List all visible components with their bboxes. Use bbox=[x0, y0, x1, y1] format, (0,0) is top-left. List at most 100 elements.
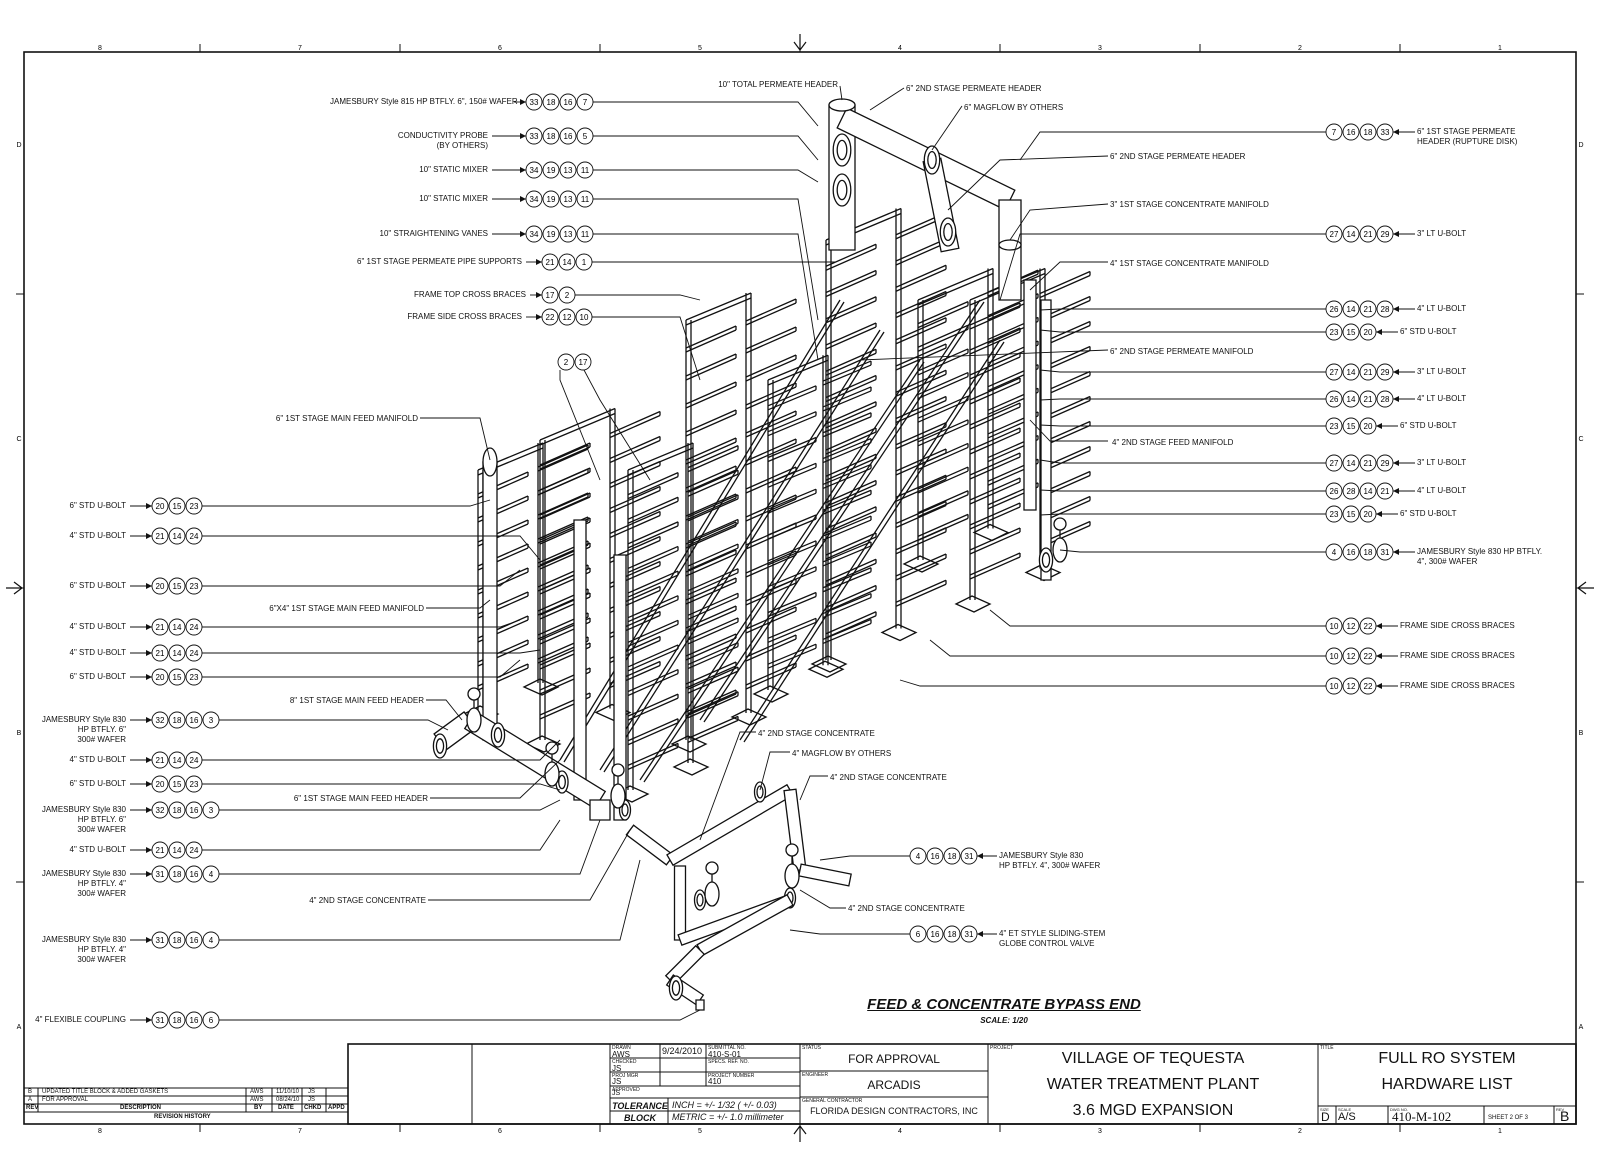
zone-label-bottom: 8 bbox=[98, 1128, 102, 1135]
item-bubble: 16 bbox=[1342, 123, 1360, 141]
arrowhead bbox=[146, 503, 152, 509]
item-bubble: 10 bbox=[1325, 617, 1343, 635]
zone-label-top: 2 bbox=[1298, 45, 1302, 52]
item-bubble: 13 bbox=[559, 161, 577, 179]
item-bubble: 18 bbox=[542, 127, 560, 145]
item-bubble: 19 bbox=[542, 190, 560, 208]
bubble-number: 10 bbox=[1330, 652, 1339, 661]
callout-label-left: 10" STATIC MIXER bbox=[419, 194, 488, 203]
leader-line bbox=[759, 751, 790, 791]
item-bubble: 23 bbox=[185, 775, 203, 793]
bubble-number: 19 bbox=[547, 195, 556, 204]
project-line-2: WATER TREATMENT PLANT bbox=[1046, 1076, 1260, 1093]
bubble-number: 12 bbox=[563, 313, 572, 322]
bubble-number: 27 bbox=[1330, 230, 1339, 239]
title-label: TITLE bbox=[1320, 1045, 1334, 1051]
arrowhead bbox=[536, 314, 542, 320]
bubble-number: 33 bbox=[530, 132, 539, 141]
item-bubble: 18 bbox=[168, 931, 186, 949]
item-bubble: 11 bbox=[576, 225, 594, 243]
rev-value: B bbox=[1560, 1108, 1570, 1124]
item-bubble: 31 bbox=[1376, 543, 1394, 561]
bubble-number: 31 bbox=[156, 936, 165, 945]
pipe-run bbox=[613, 554, 627, 821]
item-bubble: 18 bbox=[1359, 543, 1377, 561]
title-line-2: HARDWARE LIST bbox=[1381, 1076, 1513, 1093]
diagonal-braces bbox=[559, 299, 1005, 783]
leader-label-2nd-stage-concentrate-top: 4" 2ND STAGE CONCENTRATE bbox=[758, 729, 875, 738]
item-bubble: 12 bbox=[1342, 647, 1360, 665]
project-label: PROJECT bbox=[990, 1045, 1014, 1051]
callout-label-right: 4" LT U-BOLT bbox=[1417, 486, 1467, 495]
callout-label-right: FRAME SIDE CROSS BRACES bbox=[1400, 651, 1515, 660]
scale-value: A/S bbox=[1338, 1111, 1356, 1123]
item-bubble: 23 bbox=[1325, 417, 1343, 435]
project-number-label: PROJECT NUMBER bbox=[708, 1073, 755, 1079]
bubble-number: 16 bbox=[190, 716, 199, 725]
bubble-number: 10 bbox=[580, 313, 589, 322]
bubble-number: 21 bbox=[1364, 459, 1373, 468]
rack-frame bbox=[524, 407, 661, 753]
callout-label-left: 6" STD U-BOLT bbox=[69, 581, 126, 590]
submittal-label: SUBMITTAL NO. bbox=[708, 1045, 746, 1051]
item-bubble: 15 bbox=[168, 577, 186, 595]
item-bubble: 23 bbox=[185, 668, 203, 686]
bubble-number: 23 bbox=[1330, 422, 1339, 431]
item-bubble: 19 bbox=[542, 225, 560, 243]
project-line-3: 3.6 MGD EXPANSION bbox=[1072, 1102, 1234, 1119]
item-bubble: 21 bbox=[151, 618, 169, 636]
leader-line bbox=[931, 105, 963, 151]
item-bubble: 24 bbox=[185, 841, 203, 859]
valve bbox=[704, 861, 720, 907]
bubble-number: 15 bbox=[173, 673, 182, 682]
bubble-number: 14 bbox=[563, 258, 572, 267]
item-bubble: 27 bbox=[1325, 225, 1343, 243]
bubble-number: 32 bbox=[156, 806, 165, 815]
bubble-number: 16 bbox=[1347, 548, 1356, 557]
leader-label-4in-1st-conc-manifold: 4" 1ST STAGE CONCENTRATE MANIFOLD bbox=[1110, 259, 1269, 268]
bubble-number: 18 bbox=[173, 1016, 182, 1025]
bubble-number: 14 bbox=[1347, 459, 1356, 468]
center-marks bbox=[6, 34, 1594, 1142]
bubble-number: 21 bbox=[156, 623, 165, 632]
item-bubble: 22 bbox=[541, 308, 559, 326]
bubble-number: 14 bbox=[173, 649, 182, 658]
callout-label-right: FRAME SIDE CROSS BRACES bbox=[1400, 681, 1515, 690]
item-bubble: 16 bbox=[926, 847, 944, 865]
revision-header-date: DATE bbox=[278, 1105, 294, 1111]
leader-line bbox=[1009, 203, 1109, 241]
bubble-number: 13 bbox=[564, 166, 573, 175]
bubble-number: 15 bbox=[1347, 328, 1356, 337]
pipe-run bbox=[1023, 279, 1037, 511]
bubble-number: 27 bbox=[1330, 368, 1339, 377]
leader-label-2nd-stage-permeate-manifold: 6" 2ND STAGE PERMEATE MANIFOLD bbox=[1110, 347, 1254, 356]
bubble-number: 16 bbox=[190, 936, 199, 945]
rack-frame bbox=[954, 267, 1091, 613]
revision-by-a: AWS bbox=[250, 1097, 264, 1103]
rack-frame bbox=[612, 442, 739, 803]
project-mgr-label: PROJ MGR bbox=[612, 1073, 639, 1079]
arrowhead bbox=[1393, 369, 1399, 375]
bubble-number: 16 bbox=[564, 98, 573, 107]
arrowhead bbox=[146, 624, 152, 630]
project-line-1: VILLAGE OF TEQUESTA bbox=[1061, 1050, 1245, 1067]
pipe-run bbox=[625, 783, 852, 887]
callout-label-left: 4" FLEXIBLE COUPLING bbox=[35, 1015, 126, 1024]
bubble-number: 7 bbox=[1332, 128, 1337, 137]
arrowhead bbox=[520, 133, 526, 139]
bubble-number: 31 bbox=[156, 1016, 165, 1025]
item-bubble: 27 bbox=[1325, 454, 1343, 472]
bubble-number: 20 bbox=[156, 502, 165, 511]
arrowhead bbox=[1393, 549, 1399, 555]
pipe-flange bbox=[668, 975, 684, 1001]
leader-label-total-permeate-header: 10" TOTAL PERMEATE HEADER bbox=[718, 80, 838, 89]
callout-label-right: 3" LT U-BOLT bbox=[1417, 229, 1467, 238]
item-bubble: 27 bbox=[1325, 363, 1343, 381]
bubble-number: 12 bbox=[1347, 682, 1356, 691]
item-bubble: 14 bbox=[168, 841, 186, 859]
item-bubble: 12 bbox=[1342, 677, 1360, 695]
item-bubble: 28 bbox=[1376, 390, 1394, 408]
revision-date-b: 11/10/10 bbox=[276, 1089, 299, 1095]
bubble-number: 21 bbox=[156, 532, 165, 541]
bubble-number: 16 bbox=[564, 132, 573, 141]
